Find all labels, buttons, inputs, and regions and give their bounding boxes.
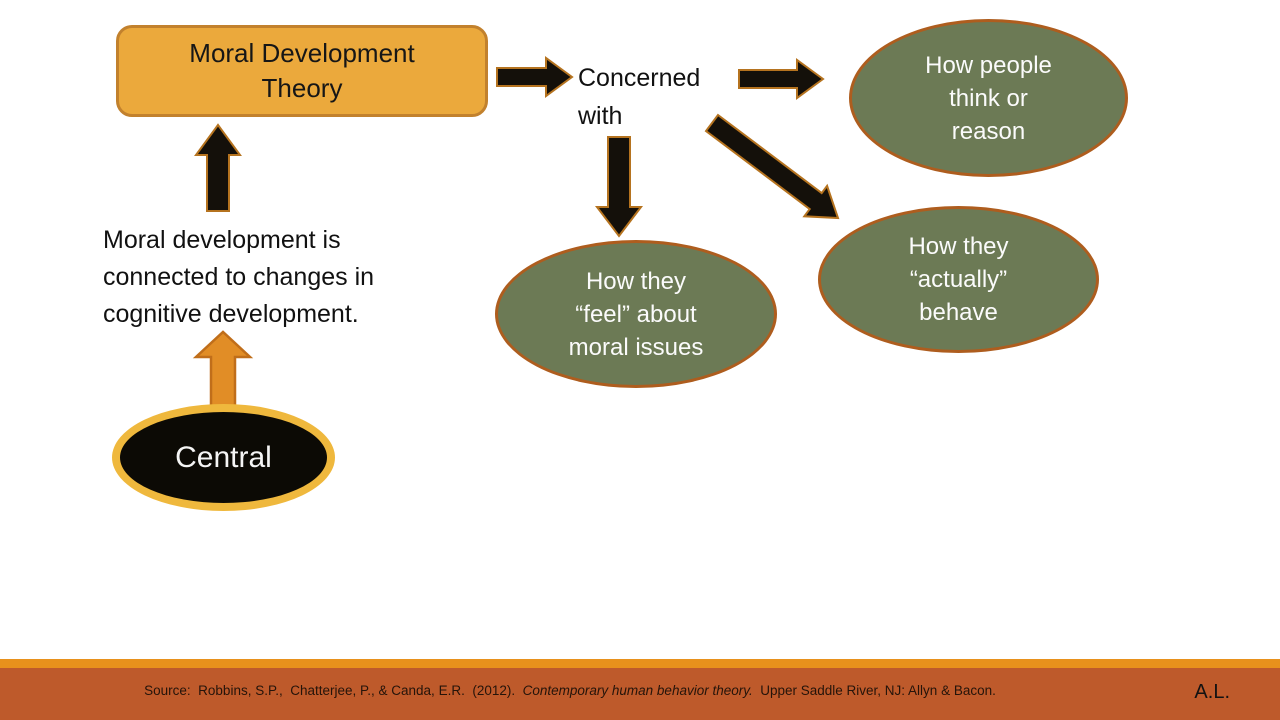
ellipse-label-line: “actually” xyxy=(909,266,1008,293)
orange-up-arrow-icon xyxy=(192,330,254,408)
ellipse-label-line: think or xyxy=(949,84,1028,112)
ellipse-label-line: “feel” about xyxy=(575,300,697,328)
note-line: Moral development is xyxy=(103,226,341,254)
central-ellipse: Central xyxy=(112,404,335,511)
concerned-line: with xyxy=(578,102,623,130)
source-citation: Source: Robbins, S.P., Chatterjee, P., &… xyxy=(0,683,1140,698)
main-box-label-line: Moral Development xyxy=(189,38,415,68)
ellipse-label-line: How they xyxy=(908,233,1009,260)
note-moral-development: Moral development is connected to change… xyxy=(103,222,433,333)
ellipse-label-line: moral issues xyxy=(568,333,704,361)
footer-bar xyxy=(0,668,1280,720)
concerned-with-label: Concerned with xyxy=(578,59,738,135)
right-arrow-icon xyxy=(738,58,825,100)
main-box-moral-development-theory: Moral Development Theory xyxy=(116,25,488,117)
citation-suffix: Upper Saddle River, NJ: Allyn & Bacon. xyxy=(752,683,996,698)
main-box-label-line: Theory xyxy=(261,73,343,103)
right-arrow-icon xyxy=(496,56,574,98)
up-arrow-icon xyxy=(194,123,242,212)
central-label: Central xyxy=(175,440,272,474)
ellipse-label-line: behave xyxy=(919,299,998,326)
down-arrow-icon xyxy=(594,136,644,238)
ellipse-how-they-behave: How they “actually” behave xyxy=(818,206,1099,353)
author-initials: A.L. xyxy=(1194,681,1230,703)
ellipse-how-people-think: How people think or reason xyxy=(849,19,1128,177)
ellipse-label-line: How people xyxy=(925,51,1052,79)
ellipse-how-they-feel: How they “feel” about moral issues xyxy=(495,240,777,388)
footer-accent-strip xyxy=(0,659,1280,668)
citation-book-title: Contemporary human behavior theory. xyxy=(522,683,753,698)
concerned-line: Concerned xyxy=(578,64,701,92)
ellipse-label-line: How they xyxy=(585,267,687,295)
note-line: connected to changes in xyxy=(103,263,375,291)
note-line: cognitive development. xyxy=(103,300,359,328)
citation-prefix: Source: Robbins, S.P., Chatterjee, P., &… xyxy=(144,683,523,698)
ellipse-label-line: reason xyxy=(951,117,1026,145)
